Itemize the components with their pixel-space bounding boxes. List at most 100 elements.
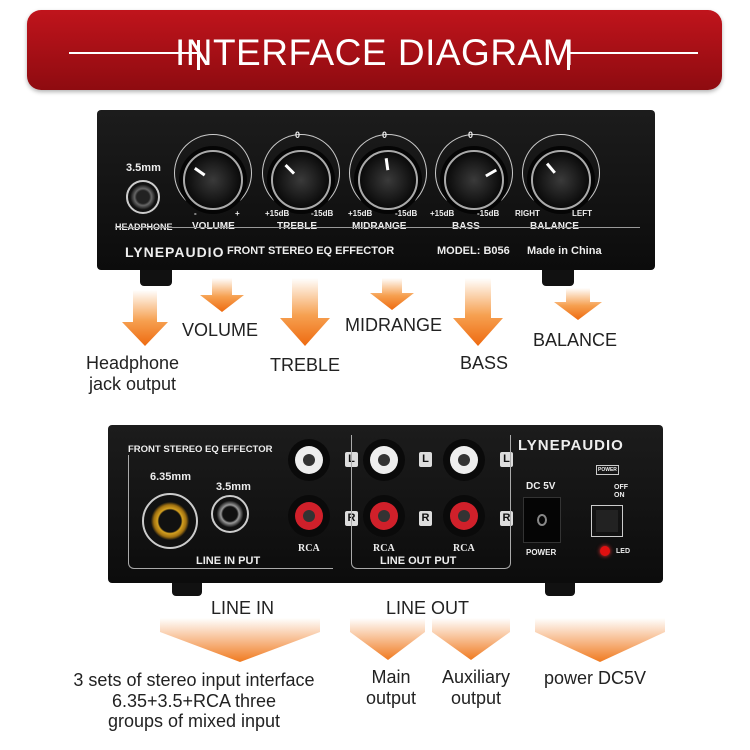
foot [545, 580, 575, 596]
midrange-knob[interactable] [358, 150, 418, 210]
brand-logo: LYNEPAUDIO [518, 437, 624, 454]
range-label: -15dB [477, 209, 500, 218]
power-label: POWER [526, 548, 557, 557]
scale-arc [262, 134, 340, 212]
front-panel: 3.5mm 0 0 0 - + +15dB -15dB +15dB -15dB … [97, 110, 655, 270]
volume-callout: VOLUME [182, 320, 259, 340]
arrow-icon [535, 618, 665, 662]
divider [115, 227, 640, 228]
input-description: groups of mixed input [107, 711, 281, 731]
headphone-jack [126, 180, 160, 214]
arrow-icon [122, 290, 168, 346]
headphone-callout: Headphone jack output [85, 353, 180, 394]
bass-callout: BASS [460, 353, 509, 373]
jack-size-label: 3.5mm [216, 481, 251, 493]
section-label: MIDRANGE [352, 221, 406, 232]
midrange-callout: MIDRANGE [345, 315, 443, 335]
arrow-icon [432, 618, 510, 660]
aux-output-callout: Auxiliary output [441, 667, 511, 708]
back-panel: FRONT STEREO EQ EFFECTOR 6.35mm 3.5mm L … [108, 425, 663, 583]
line-in-3.5mm-jack [211, 495, 249, 533]
divider [69, 52, 197, 54]
off-label: OFF [614, 484, 628, 491]
rca-label: RCA [453, 543, 475, 554]
zero-mark: 0 [382, 130, 388, 140]
main-out-rca-right [363, 495, 405, 537]
jack-size-label: 6.35mm [150, 471, 191, 483]
power-icon: POWER [596, 465, 619, 475]
range-label: -15dB [311, 209, 334, 218]
brand-logo: LYNEPAUDIO [125, 244, 225, 260]
scale-arc [349, 134, 427, 212]
arrow-icon [453, 278, 503, 346]
line-out-callout: LINE OUT [386, 598, 470, 618]
on-label: ON [614, 492, 625, 499]
line-in-rca-left [288, 439, 330, 481]
origin-label: Made in China [527, 245, 602, 257]
treble-knob[interactable] [271, 150, 331, 210]
line-in-callout: LINE IN [211, 598, 275, 618]
arrow-icon [160, 618, 320, 662]
zero-mark: 0 [468, 130, 474, 140]
arrow-icon [554, 288, 602, 320]
foot [172, 580, 202, 596]
main-out-rca-left [363, 439, 405, 481]
line-in-6.35mm-jack [142, 493, 198, 549]
range-label: - [194, 209, 197, 218]
line-out-label: LINE OUT PUT [380, 555, 457, 567]
dc-label: DC 5V [526, 481, 556, 492]
divider [128, 455, 333, 569]
divider [351, 435, 511, 569]
dc-power-jack [523, 497, 561, 543]
rca-label: RCA [373, 543, 395, 554]
scale-arc [435, 134, 513, 212]
led-indicator [600, 546, 610, 556]
bass-knob[interactable] [444, 150, 504, 210]
model-label: MODEL: B056 [437, 245, 510, 257]
range-label: +15dB [348, 209, 373, 218]
zero-mark: 0 [295, 130, 301, 140]
section-label: TREBLE [277, 221, 317, 232]
page-title: INTERFACE DIAGRAM [174, 32, 575, 73]
right-channel-badge: R [419, 511, 432, 526]
range-label: RIGHT [515, 209, 540, 218]
arrow-icon [200, 278, 244, 312]
range-label: + [235, 209, 240, 218]
power-switch[interactable] [591, 505, 623, 537]
balance-knob[interactable] [531, 150, 591, 210]
section-label: BASS [452, 221, 480, 232]
section-label: BALANCE [530, 221, 579, 232]
divider [197, 40, 200, 70]
range-label: -15dB [395, 209, 418, 218]
arrow-icon [350, 618, 425, 660]
rca-label: RCA [298, 543, 320, 554]
divider [570, 52, 698, 54]
volume-knob[interactable] [183, 150, 243, 210]
right-channel-badge: R [500, 511, 513, 526]
product-name: FRONT STEREO EQ EFFECTOR [128, 444, 273, 455]
foot [542, 266, 574, 286]
treble-callout: TREBLE [270, 355, 341, 375]
arrow-icon [370, 278, 414, 310]
divider [567, 40, 570, 70]
foot [140, 266, 172, 286]
left-channel-badge: L [500, 452, 513, 467]
led-label: LED [616, 548, 630, 555]
input-description: 3 sets of stereo input interface [73, 670, 315, 690]
range-label: LEFT [572, 209, 592, 218]
line-in-label: LINE IN PUT [196, 555, 261, 567]
section-label: VOLUME [192, 221, 235, 232]
line-in-rca-right [288, 495, 330, 537]
scale-arc [522, 134, 600, 212]
main-output-callout: Main output [365, 667, 417, 708]
balance-callout: BALANCE [533, 330, 618, 350]
left-channel-badge: L [419, 452, 432, 467]
scale-arc [174, 134, 252, 212]
aux-out-rca-left [443, 439, 485, 481]
title-banner: INTERFACE DIAGRAM [27, 10, 722, 90]
product-name: FRONT STEREO EQ EFFECTOR [227, 245, 395, 257]
range-label: +15dB [430, 209, 455, 218]
range-label: +15dB [265, 209, 290, 218]
power-callout: power DC5V [544, 668, 647, 688]
